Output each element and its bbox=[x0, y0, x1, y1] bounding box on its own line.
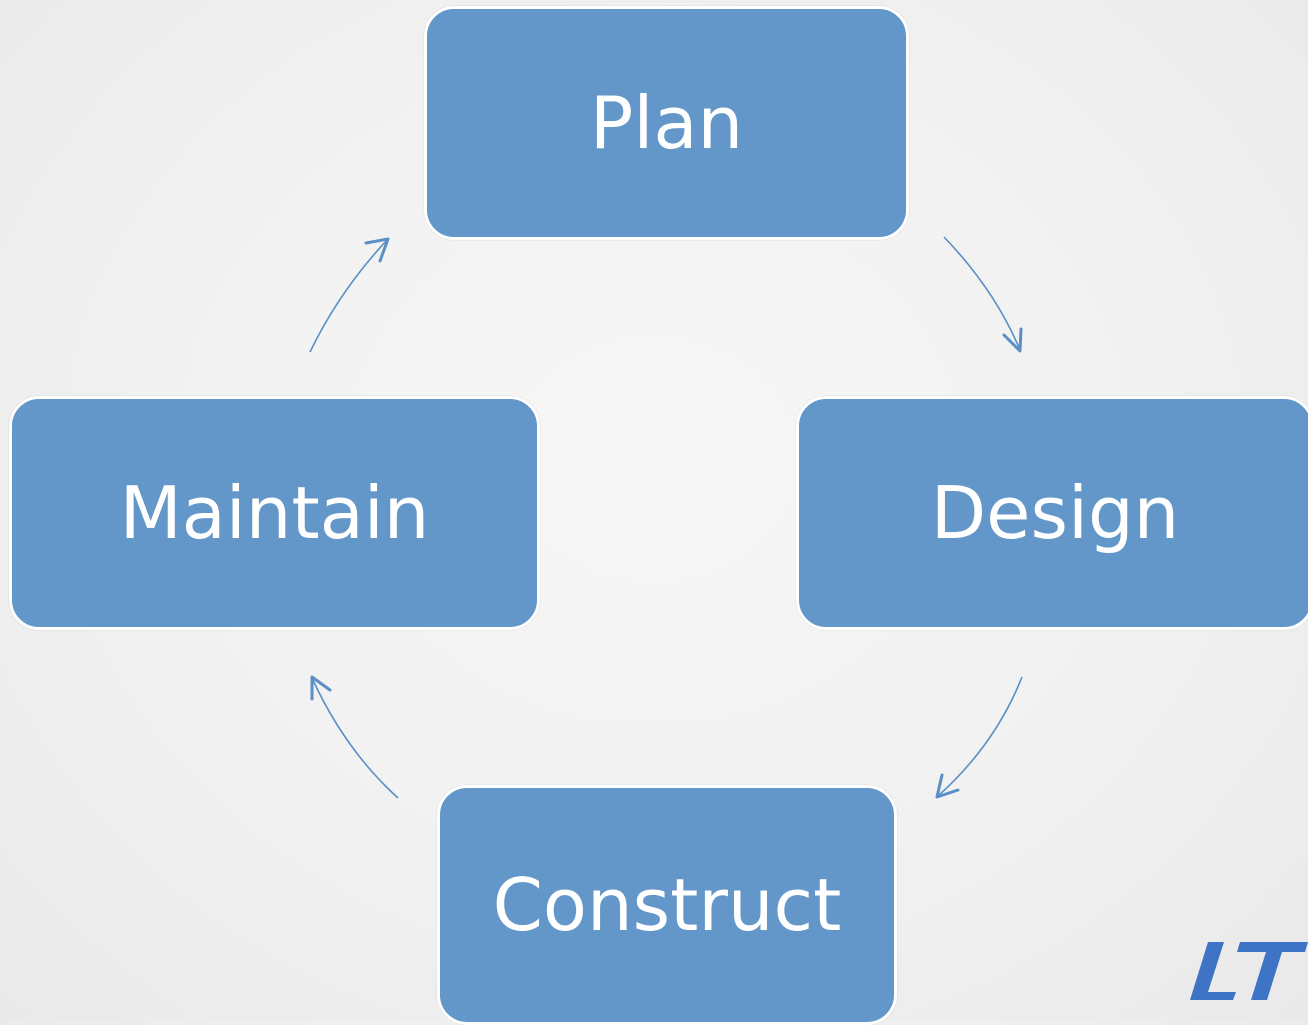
node-maintain-label: Maintain bbox=[119, 471, 430, 555]
arrow-head-plan-to-design bbox=[1002, 327, 1023, 353]
node-construct: Construct bbox=[437, 785, 897, 1025]
node-maintain: Maintain bbox=[9, 396, 540, 630]
node-construct-label: Construct bbox=[492, 863, 842, 947]
arrow-head-construct-to-maintain bbox=[310, 675, 332, 701]
node-design: Design bbox=[796, 396, 1308, 630]
node-plan: Plan bbox=[424, 6, 909, 240]
node-design-label: Design bbox=[930, 471, 1180, 555]
arrow-plan-to-design bbox=[943, 236, 1021, 351]
lt-logo-icon bbox=[1190, 942, 1308, 1000]
node-plan-label: Plan bbox=[589, 81, 744, 165]
arrow-maintain-to-plan bbox=[309, 238, 389, 353]
arrow-construct-to-maintain bbox=[311, 677, 399, 799]
arrow-design-to-construct bbox=[937, 676, 1023, 797]
arrow-head-maintain-to-plan bbox=[364, 237, 390, 263]
arrow-head-design-to-construct bbox=[935, 773, 960, 799]
